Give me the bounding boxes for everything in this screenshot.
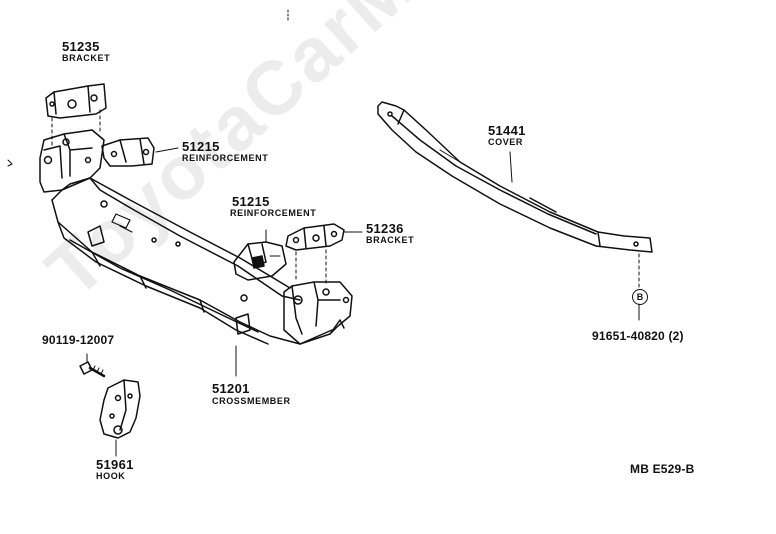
- bracket-51236-drawing: [285, 223, 345, 251]
- reinforcement-upper-drawing: [101, 137, 155, 167]
- crossmember-drawing: [39, 129, 353, 345]
- reinforcement-mid-name: REINFORCEMENT: [230, 208, 317, 218]
- bracket-right-name: BRACKET: [366, 235, 415, 245]
- cover-drawing: [377, 101, 653, 253]
- crossmember-name: CROSSMEMBER: [212, 396, 291, 406]
- diagram-code: MB E529-B: [630, 462, 695, 476]
- bracket-top-number: 51235: [62, 39, 100, 54]
- bolt-number: 90119-12007: [42, 333, 115, 347]
- bracket-51235-drawing: [45, 83, 107, 119]
- hook-name: HOOK: [96, 471, 126, 481]
- crossmember-number: 51201: [212, 381, 250, 396]
- hook-number: 51961: [96, 457, 134, 472]
- cover-name: COVER: [488, 137, 524, 147]
- rivet-number: 91651-40820 (2): [592, 329, 684, 343]
- reinforcement-upper-name: REINFORCEMENT: [182, 153, 269, 163]
- rivet-marker: B: [632, 289, 648, 305]
- bracket-top-name: BRACKET: [62, 53, 111, 63]
- hook-drawing: [99, 379, 141, 439]
- bracket-right-number: 51236: [366, 221, 404, 236]
- reinforcement-mid-number: 51215: [232, 194, 270, 209]
- reinforcement-mid-drawing: [233, 241, 287, 281]
- reinforcement-upper-number: 51215: [182, 139, 220, 154]
- bolt-drawing: [79, 361, 106, 378]
- cover-number: 51441: [488, 123, 526, 138]
